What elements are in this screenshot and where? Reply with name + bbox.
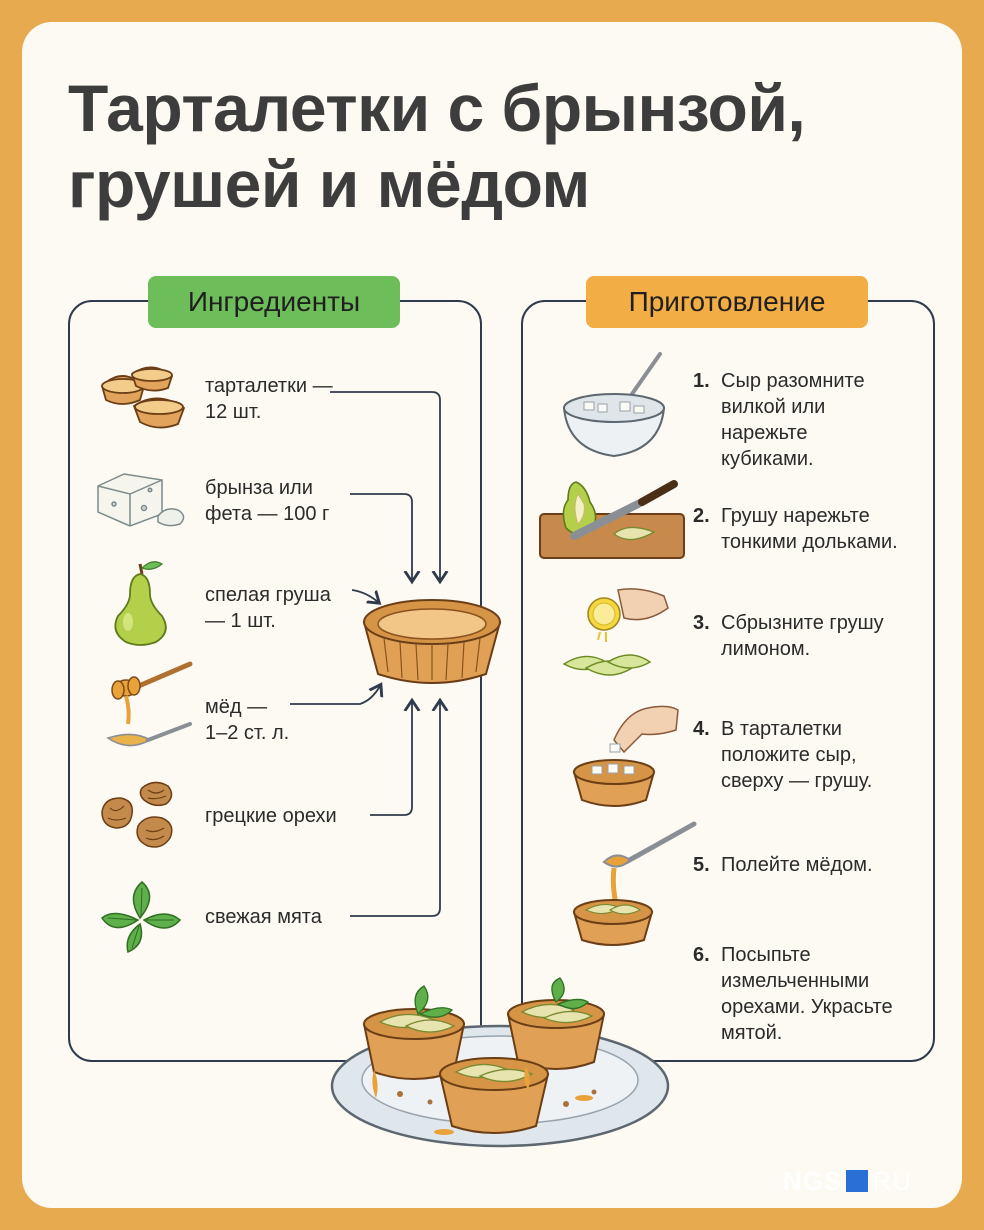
step-number: 4. <box>693 718 710 740</box>
pear-icon <box>114 561 167 646</box>
tartlets-icon <box>100 366 186 429</box>
ingredient-text: фета — 100 г <box>205 503 330 525</box>
finished-dish-plate-icon <box>330 977 670 1148</box>
ingredient-text: 1–2 ст. л. <box>205 722 290 744</box>
step-line: орехами. Украсьте <box>721 996 893 1018</box>
step-line: Грушу нарежьте <box>721 505 870 527</box>
ingredient-cheese: брынза или фета — 100 г <box>205 475 329 527</box>
ingredient-text: грецкие орехи <box>205 805 337 827</box>
preparation-header: Приготовление <box>586 276 868 328</box>
ingredient-mint: свежая мята <box>205 904 322 930</box>
step-number: 1. <box>693 370 710 392</box>
title-line-2: грушей и мёдом <box>68 147 590 221</box>
page-title: Тарталетки с брынзой, грушей и мёдом <box>68 70 928 222</box>
step-line: измельченными <box>721 970 870 992</box>
ingredient-tartlets: тарталетки — 12 шт. <box>205 373 333 425</box>
cheese-bowl-fork-icon <box>562 352 666 458</box>
ingredient-text: брынза или <box>205 477 313 499</box>
cheese-icon <box>97 473 185 527</box>
step-number: 6. <box>693 944 710 966</box>
step-number: 5. <box>693 854 710 876</box>
step-line: кубиками. <box>721 448 814 470</box>
cutting-board-pear-icon <box>539 480 685 559</box>
ingredient-text: спелая груша <box>205 584 331 606</box>
logo-square-icon <box>846 1170 869 1192</box>
step-line: тонкими дольками. <box>721 531 898 553</box>
step-1-text: Сыр разомните вилкой или нарежьте кубика… <box>721 368 931 472</box>
step-number: 2. <box>693 505 710 527</box>
logo-ngs-text: NGS <box>783 1166 843 1196</box>
step-line: сверху — грушу. <box>721 770 873 792</box>
step-5-text: Полейте мёдом. <box>721 852 931 878</box>
ngs-logo: NGS RU <box>783 1166 912 1196</box>
ingredients-header: Ингредиенты <box>148 276 400 328</box>
title-line-1: Тарталетки с брынзой, <box>68 71 806 145</box>
ingredient-text: 12 шт. <box>205 401 262 423</box>
step-line: В тарталетки <box>721 718 842 740</box>
walnuts-icon <box>101 781 173 848</box>
step-line: вилкой или <box>721 396 826 418</box>
step-line: положите сыр, <box>721 744 857 766</box>
step-number: 3. <box>693 612 710 634</box>
step-3-text: Сбрызните грушу лимоном. <box>721 610 931 662</box>
ingredient-text: тарталетки — <box>205 375 333 397</box>
honey-drizzle-tartlet-icon <box>572 821 697 946</box>
ingredient-pear: спелая груша — 1 шт. <box>205 582 331 634</box>
ingredient-text: — 1 шт. <box>205 610 276 632</box>
step-6-text: Посыпьте измельченными орехами. Украсьте… <box>721 942 931 1046</box>
logo-ru-text: RU <box>872 1166 912 1196</box>
tartlet-center-icon <box>362 599 502 684</box>
lemon-squeeze-icon <box>562 588 669 676</box>
honey-icon <box>106 661 193 747</box>
ingredient-text: мёд — <box>205 696 268 718</box>
mint-icon <box>101 881 182 954</box>
step-line: лимоном. <box>721 638 811 660</box>
ingredient-walnuts: грецкие орехи <box>205 803 337 829</box>
step-line: Полейте мёдом. <box>721 854 873 876</box>
filling-tartlet-icon <box>572 705 679 807</box>
step-line: Сыр разомните <box>721 370 865 392</box>
ingredient-honey: мёд — 1–2 ст. л. <box>205 694 289 746</box>
step-2-text: Грушу нарежьте тонкими дольками. <box>721 503 931 555</box>
ingredient-text: свежая мята <box>205 906 322 928</box>
step-line: мятой. <box>721 1022 783 1044</box>
step-line: Сбрызните грушу <box>721 612 884 634</box>
step-line: Посыпьте <box>721 944 811 966</box>
step-line: нарежьте <box>721 422 808 444</box>
step-4-text: В тарталетки положите сыр, сверху — груш… <box>721 716 931 794</box>
